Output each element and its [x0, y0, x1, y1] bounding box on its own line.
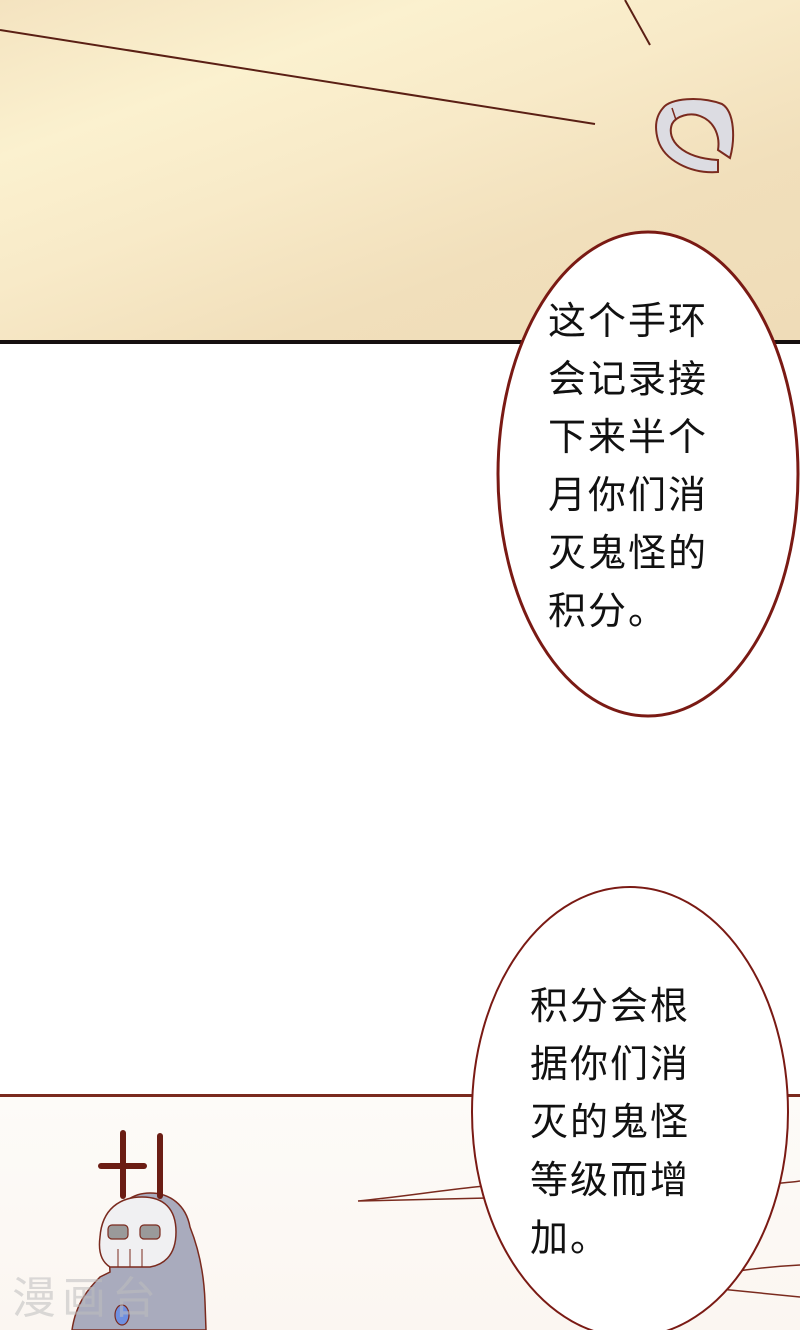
skull-ghost-character [71, 1192, 207, 1330]
panel-border [0, 340, 800, 344]
panel-bracelet [0, 0, 800, 340]
speed-lines-illustration [0, 0, 735, 174]
speech-bubble-2-text: 积分会根 据你们消 灭的鬼怪 等级而增 加。 [530, 984, 691, 1260]
panel-border [0, 1094, 800, 1097]
watermark: 漫画台 [12, 1273, 162, 1324]
bracelet-icon [654, 98, 735, 174]
plus-one-sign [98, 1130, 163, 1199]
speech-bubble-1-text: 这个手环 会记录接 下来半个 月你们消 灭鬼怪的 积分。 [548, 299, 709, 633]
